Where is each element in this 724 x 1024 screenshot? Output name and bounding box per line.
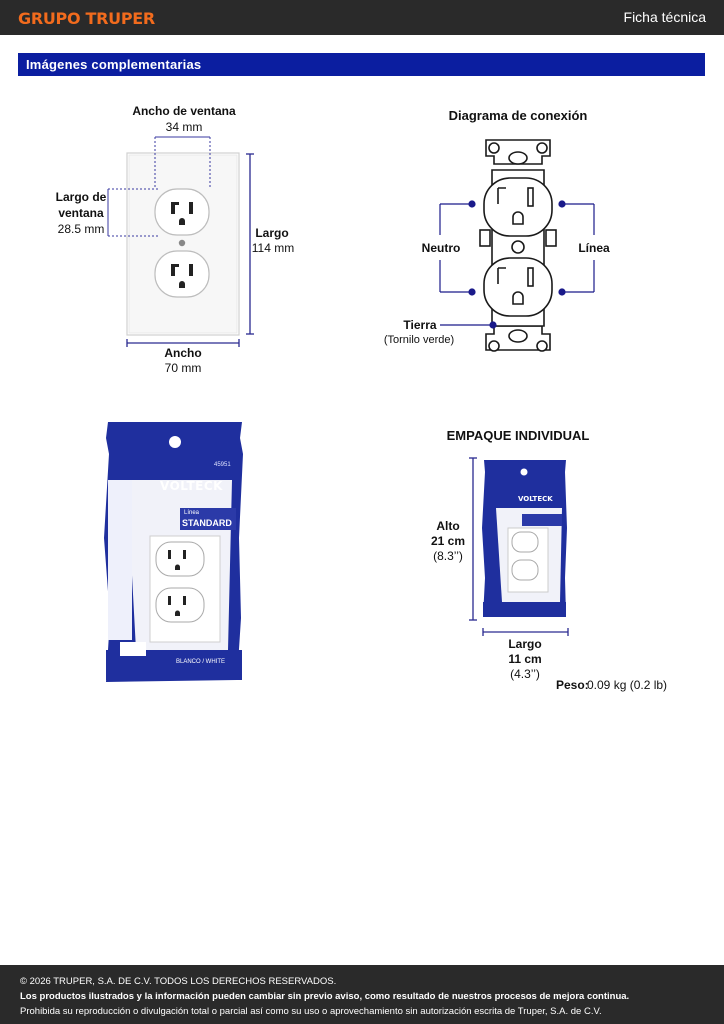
package-illustration	[104, 422, 243, 682]
package-code: 45951	[214, 462, 231, 468]
document-type-label: Ficha técnica	[623, 9, 706, 25]
connection-diagram-drawing	[439, 139, 595, 352]
package-color-label: BLANCO / WHITE	[176, 659, 226, 665]
line-label: Línea	[578, 241, 610, 255]
packaging-height-inches: (8.3’’)	[433, 549, 463, 563]
length-value: 114 mm	[251, 241, 295, 255]
window-width-value: 34 mm	[165, 120, 203, 134]
window-width-label: Ancho de ventana	[132, 104, 236, 118]
outlet-dimensions-drawing	[107, 136, 254, 347]
section-header: Imágenes complementarias	[18, 53, 705, 76]
ground-label: Tierra	[403, 318, 437, 332]
packaging-length-inches: (4.3’’)	[510, 667, 540, 681]
length-label: Largo	[255, 226, 289, 240]
packaging-panel: EMPAQUE INDIVIDUAL VOLTECK Alto 21 cm (8…	[362, 418, 724, 708]
packaging-weight-label: Peso:	[556, 678, 589, 692]
packaging-brand: VOLTECK	[518, 495, 553, 503]
neutral-label: Neutro	[421, 241, 461, 255]
brand-logo: GRUPO TRUPER	[18, 9, 155, 28]
packaging-length-value: 11 cm	[508, 652, 542, 666]
package-line-label: Línea	[184, 510, 200, 516]
package-brand: VOLTECK	[160, 479, 223, 493]
footer-legal: Prohibida su reproducción o divulgación …	[20, 1006, 602, 1017]
packaging-height-label: Alto	[436, 519, 460, 533]
connection-diagram-title: Diagrama de conexión	[448, 108, 588, 123]
top-header: GRUPO TRUPER Ficha técnica	[0, 0, 724, 35]
footer-notice: Los productos ilustrados y la informació…	[20, 991, 630, 1002]
ground-note: (Tornilo verde)	[383, 334, 455, 346]
packaging-drawing	[469, 457, 569, 636]
footer-copyright: © 2026 TRUPER, S.A. DE C.V. TODOS LOS DE…	[20, 976, 337, 987]
footer: © 2026 TRUPER, S.A. DE C.V. TODOS LOS DE…	[0, 965, 724, 1024]
window-length-label-2: ventana	[58, 206, 104, 220]
packaging-title: EMPAQUE INDIVIDUAL	[446, 428, 590, 443]
width-label: Ancho	[164, 346, 202, 360]
dimensions-panel: Ancho de ventana 34 mm Largo de ventana …	[0, 90, 362, 390]
window-length-value: 28.5 mm	[57, 222, 105, 236]
section-title: Imágenes complementarias	[26, 57, 202, 72]
connection-diagram-panel: Diagrama de conexión	[362, 90, 724, 390]
package-photo: VOLTECK 45951 Línea STANDARD BLANCO / WH…	[100, 418, 250, 688]
packaging-length-label: Largo	[508, 637, 542, 651]
package-line-name: STANDARD	[182, 518, 232, 528]
packaging-weight-value: 0.09 kg (0.2 lb)	[587, 678, 668, 692]
window-length-label-1: Largo de	[55, 190, 107, 204]
packaging-height-value: 21 cm	[430, 534, 466, 548]
width-value: 70 mm	[164, 361, 202, 375]
